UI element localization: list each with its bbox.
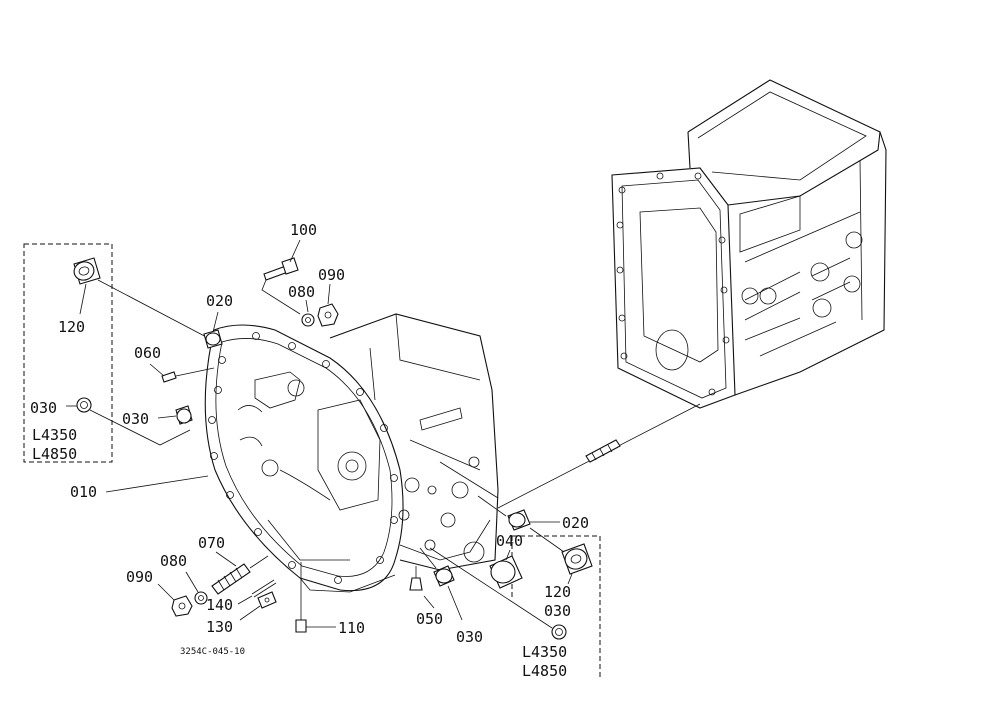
case-bolt-holes — [616, 172, 730, 396]
label-model-l4850-left: L4850 — [32, 445, 77, 463]
label-110: 110 — [338, 619, 365, 637]
bushing-120-right — [529, 527, 593, 585]
leader-040 — [439, 461, 499, 499]
sleeve-040 — [489, 549, 523, 589]
clutch-housing — [204, 313, 499, 593]
housing-right-bosses — [398, 456, 485, 563]
label-model-l4350-left: L4350 — [32, 426, 77, 444]
label-090-bottom: 090 — [126, 568, 153, 586]
label-020-left: 020 — [206, 292, 233, 310]
label-060: 060 — [134, 344, 161, 362]
stud-070 — [211, 551, 269, 595]
bushing-030-mid-left — [157, 405, 193, 425]
washer-080-top — [301, 299, 315, 327]
connecting-dowel — [497, 403, 701, 509]
label-120-right: 120 — [544, 583, 571, 601]
bushing-030-bottom — [419, 547, 463, 621]
label-040: 040 — [496, 532, 523, 550]
bushing-020-left — [203, 311, 223, 349]
grease-fitting-050 — [409, 566, 435, 609]
label-080-top: 080 — [288, 283, 315, 301]
label-030-bottom: 030 — [456, 628, 483, 646]
washer-080-bottom — [185, 571, 208, 605]
label-010: 010 — [70, 483, 97, 501]
label-070: 070 — [198, 534, 225, 552]
leader-010 — [105, 475, 209, 493]
label-model-l4850-right: L4850 — [522, 662, 567, 680]
label-030-mid-left: 030 — [122, 410, 149, 428]
pin-060 — [149, 363, 215, 383]
bolt-110 — [295, 562, 336, 633]
bolt-100 — [261, 239, 301, 315]
label-050: 050 — [416, 610, 443, 628]
label-030-box-right: 030 — [544, 602, 571, 620]
label-090-top: 090 — [318, 266, 345, 284]
left-option-box — [23, 243, 113, 463]
label-080-bottom: 080 — [160, 552, 187, 570]
label-120-left: 120 — [58, 318, 85, 336]
label-100: 100 — [290, 221, 317, 239]
label-model-l4350-right: L4350 — [522, 643, 567, 661]
label-130: 130 — [206, 618, 233, 636]
nut-090-top — [317, 283, 339, 327]
label-020-right: 020 — [562, 514, 589, 532]
drawing-code: 3254C-045-10 — [180, 647, 245, 657]
plate-130 — [239, 591, 277, 621]
nut-090-bottom — [157, 583, 193, 617]
bushing-030-box-left — [66, 397, 191, 446]
bushing-020-right — [477, 495, 560, 531]
bushing-120-left — [73, 257, 213, 341]
case-side-bosses — [739, 195, 863, 357]
bushing-030-box-right — [429, 547, 567, 640]
transmission-case-rear — [611, 79, 887, 409]
label-030-box-left: 030 — [30, 399, 57, 417]
label-140: 140 — [206, 596, 233, 614]
housing-bolt-holes — [208, 332, 398, 584]
pin-140 — [237, 579, 277, 605]
